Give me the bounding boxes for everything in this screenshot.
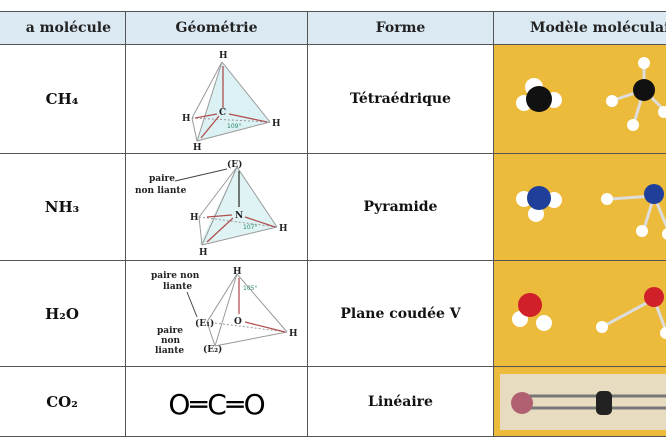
molecular-model-photo — [493, 366, 666, 437]
header-model: Modèle moléculai — [493, 11, 666, 45]
lone-pair-note: non liante — [135, 186, 187, 196]
molecular-model-photo — [493, 153, 666, 261]
header-shape: Forme — [307, 11, 494, 45]
shape-name: Linéaire — [307, 366, 494, 437]
table-row: CO₂ O═C═O Linéaire — [0, 366, 666, 437]
atom-label: H — [219, 51, 228, 61]
carbon-atom-ball — [596, 390, 612, 415]
molecular-model-photo — [493, 44, 666, 154]
structural-formula: O═C═O — [168, 388, 265, 421]
oxygen-atom-ball — [511, 391, 533, 414]
atom-label: C — [219, 108, 226, 118]
geometry-diagram: H C H H H 109° — [125, 44, 308, 154]
atom-label: H — [190, 213, 199, 223]
atom-label: N — [235, 211, 243, 221]
atom-label: H — [199, 248, 208, 258]
molecular-geometry-table: a molécule Géométrie Forme Modèle molécu… — [0, 11, 666, 437]
atom-label: H — [233, 267, 242, 277]
lone-pair-label: (E) — [227, 159, 242, 170]
atom-label: H — [182, 114, 191, 124]
lone-pair-note: non — [161, 336, 181, 346]
lone-pair-label: (E₂) — [203, 344, 222, 355]
shape-name: Plane coudée V — [307, 260, 494, 367]
shape-name: Pyramide — [307, 153, 494, 261]
molecule-formula: H₂O — [0, 260, 126, 367]
atom-label: O — [234, 317, 242, 327]
oxygen-atom-ball — [518, 293, 542, 317]
molecular-model-photo — [493, 260, 666, 367]
molecule-formula: CH₄ — [0, 44, 126, 154]
table-row: NH₃ (E) N H H H 107° paire non liante — [0, 153, 666, 261]
nitrogen-atom-ball — [527, 186, 551, 210]
table-row: CH₄ H C H H H 109° Tétra — [0, 44, 666, 154]
molecule-formula: NH₃ — [0, 153, 126, 261]
bond-angle: 107° — [243, 224, 257, 231]
lone-pair-note: paire — [149, 174, 175, 184]
bond-angle: 105° — [243, 285, 257, 292]
atom-label: H — [289, 329, 298, 339]
shape-name: Tétraédrique — [307, 44, 494, 154]
geometry-diagram: (E) N H H H 107° paire non liante — [125, 153, 308, 261]
lone-pair-note: paire — [157, 326, 183, 336]
header-geometry: Géométrie — [125, 11, 308, 45]
lone-pair-note: liante — [163, 282, 192, 292]
table-row: H₂O H O (E₁) H (E₂) 105° paire non liant… — [0, 260, 666, 367]
lone-pair-note: liante — [155, 346, 184, 356]
lone-pair-label: (E₁) — [195, 318, 214, 329]
molecule-formula: CO₂ — [0, 366, 126, 437]
lone-pair-note: paire non — [151, 271, 200, 281]
geometry-diagram: H O (E₁) H (E₂) 105° paire non liante pa… — [125, 260, 308, 367]
bond-angle: 109° — [227, 123, 241, 130]
atom-label: H — [193, 143, 202, 152]
atom-label: H — [279, 224, 288, 234]
carbon-atom-ball — [526, 86, 552, 112]
geometry-diagram: O═C═O — [125, 366, 308, 437]
header-molecule: a molécule — [0, 11, 126, 45]
header-row: a molécule Géométrie Forme Modèle molécu… — [0, 11, 666, 45]
atom-label: H — [272, 119, 281, 129]
